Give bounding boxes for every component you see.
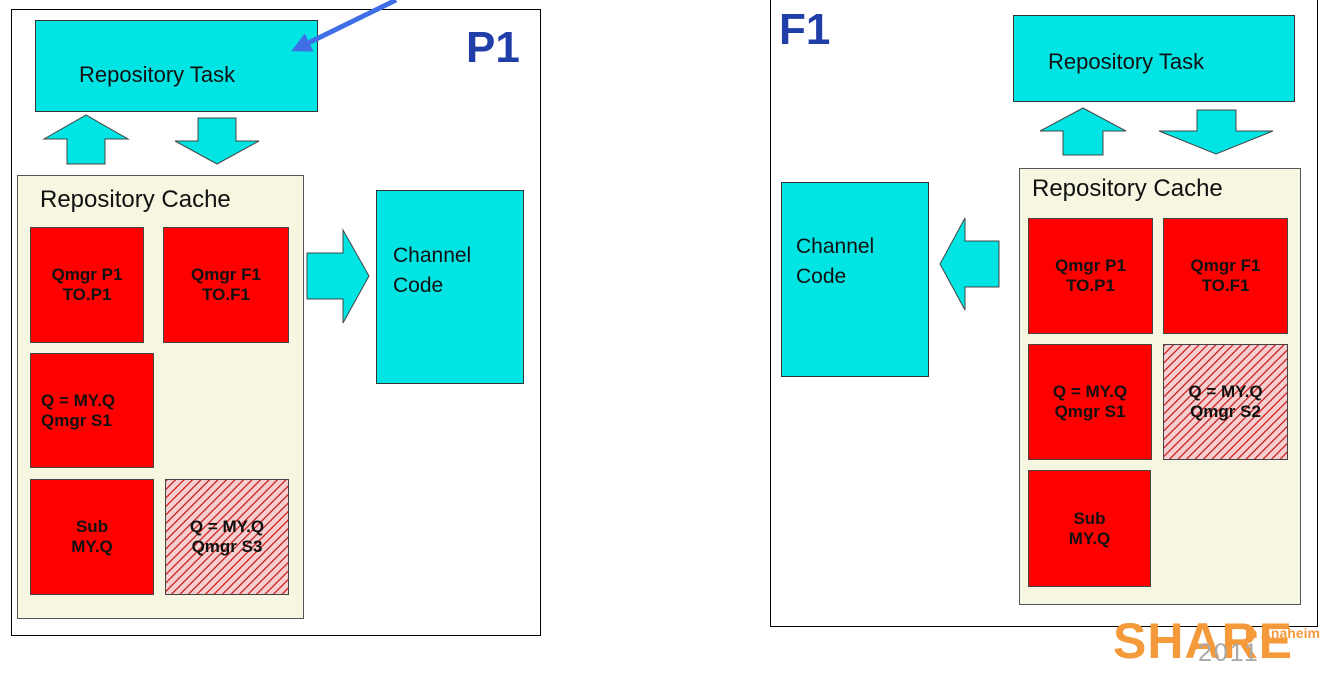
- entry-line: Qmgr S1: [41, 410, 112, 430]
- entry-line: Q = MY.Q: [1052, 382, 1128, 402]
- repository-task-box-p1: Repository Task: [35, 20, 318, 112]
- entry-line: TO.F1: [202, 285, 250, 304]
- entry-line: Qmgr P1: [51, 265, 123, 285]
- cache-entry-queue-s2: Q = MY.Q Qmgr S2: [1163, 344, 1288, 460]
- share-logo-location: in Anaheim: [1245, 625, 1320, 641]
- repository-cache-label: Repository Cache: [1032, 175, 1223, 202]
- cache-entry-qmgr-f1: Qmgr F1 TO.F1: [1163, 218, 1288, 334]
- cache-entry-qmgr-p1: Qmgr P1 TO.P1: [1028, 218, 1153, 334]
- repository-task-label: Repository Task: [79, 62, 236, 87]
- channel-code-box-p1: Channel Code: [376, 190, 524, 384]
- repository-task-label: Repository Task: [1048, 49, 1205, 74]
- pointer-arrow-icon: [291, 0, 398, 52]
- queue-manager-title-p1: P1: [466, 23, 520, 72]
- entry-line: Sub: [75, 517, 109, 537]
- entry-line: Q = MY.Q: [1188, 382, 1263, 402]
- share-logo-year: 2011: [1198, 639, 1260, 667]
- channel-code-label: Channel Code: [796, 232, 874, 293]
- share-logo-word: SHARE: [1113, 613, 1294, 669]
- entry-line: MY.Q: [71, 537, 113, 556]
- cache-entry-subscription: Sub MY.Q: [1028, 470, 1151, 587]
- entry-line: Qmgr S1: [1054, 402, 1126, 421]
- up-arrow-icon: [42, 114, 130, 165]
- channel-code-box-f1: Channel Code: [781, 182, 929, 377]
- cache-entry-qmgr-p1: Qmgr P1 TO.P1: [30, 227, 144, 343]
- entry-line: Sub: [1073, 508, 1106, 528]
- cache-entry-queue-s1: Q = MY.Q Qmgr S1: [1028, 344, 1152, 460]
- cache-entry-queue-s3: Q = MY.Q Qmgr S3: [165, 479, 289, 595]
- repository-task-box-f1: Repository Task: [1013, 15, 1295, 102]
- entry-line: MY.Q: [1068, 528, 1111, 548]
- entry-line: Qmgr S3: [191, 537, 263, 556]
- entry-line: TO.F1: [1201, 276, 1250, 295]
- entry-line: Q = MY.Q: [41, 390, 116, 410]
- right-arrow-icon: [306, 228, 370, 324]
- entry-line: Q = MY.Q: [189, 517, 265, 537]
- down-arrow-icon: [1158, 109, 1274, 155]
- entry-line: Qmgr F1: [1190, 256, 1261, 276]
- cache-entry-qmgr-f1: Qmgr F1 TO.F1: [163, 227, 289, 343]
- channel-code-label: Channel Code: [393, 241, 471, 302]
- entry-line: Qmgr F1: [191, 265, 261, 285]
- channel-code-line: Code: [393, 274, 444, 298]
- cache-entry-queue-s1: Q = MY.Q Qmgr S1: [30, 353, 154, 468]
- channel-code-line: Channel: [796, 235, 875, 258]
- channel-code-line: Channel: [393, 244, 472, 267]
- up-arrow-icon: [1039, 107, 1127, 156]
- cache-entry-subscription: Sub MY.Q: [30, 479, 154, 595]
- queue-manager-title-f1: F1: [779, 5, 831, 54]
- down-arrow-icon: [174, 117, 260, 165]
- entry-line: TO.P1: [1066, 276, 1115, 295]
- entry-line: Qmgr S2: [1190, 402, 1261, 421]
- entry-line: Qmgr P1: [1055, 256, 1126, 276]
- entry-line: TO.P1: [62, 285, 112, 304]
- repository-cache-label: Repository Cache: [40, 186, 231, 213]
- channel-code-line: Code: [796, 265, 847, 289]
- left-arrow-icon: [939, 217, 1000, 311]
